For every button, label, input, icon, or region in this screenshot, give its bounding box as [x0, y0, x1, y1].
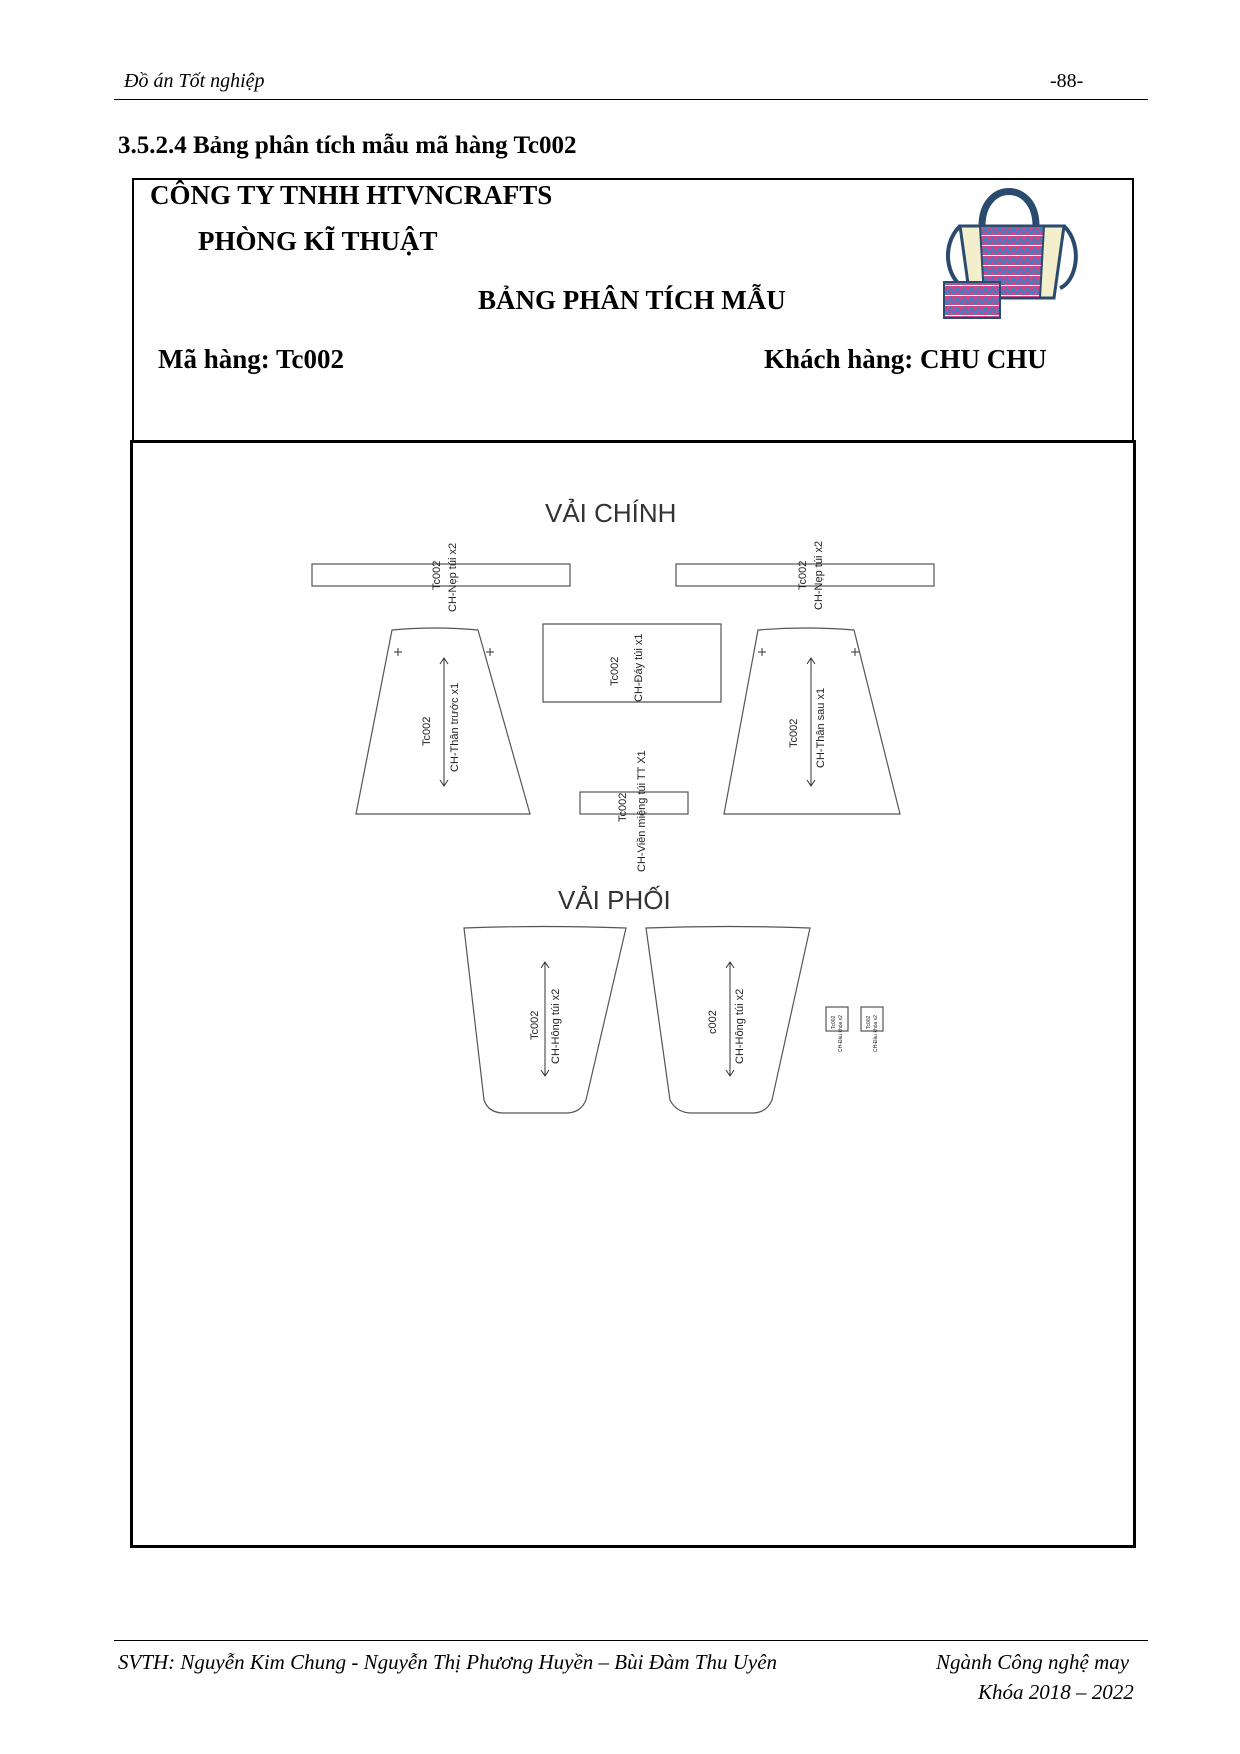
header-divider: [114, 99, 1148, 100]
binding-code: Tc002: [617, 793, 629, 822]
bottom-piece: [542, 623, 722, 703]
small-2-name: CH-Đầu khóa x2: [873, 1015, 879, 1052]
small-piece-2: [860, 1006, 884, 1032]
contrast-fabric-label: VẢI PHỐI: [558, 885, 671, 915]
back-code: Tc002: [788, 719, 800, 748]
side-right-code: c002: [707, 1010, 719, 1034]
customer-name: Khách hàng: CHU CHU: [764, 344, 1047, 374]
side-left-piece: [463, 925, 627, 1114]
side-right-piece: [645, 925, 811, 1114]
footer-major: Ngành Công nghệ may: [936, 1650, 1130, 1674]
small-2-code: Tc002: [866, 1015, 872, 1029]
back-body-piece: [723, 627, 901, 815]
small-1-name: CH-Đầu khóa x2: [838, 1015, 844, 1052]
department-name: PHÒNG KĨ THUẬT: [198, 226, 438, 256]
header-title: Đồ án Tốt nghiệp: [124, 70, 265, 92]
facing-right-name: CH-Nẹp túi x2: [813, 541, 825, 610]
binding-piece: [579, 791, 689, 815]
footer-authors: SVTH: Nguyễn Kim Chung - Nguyễn Thị Phươ…: [118, 1650, 778, 1674]
footer-course: Khóa 2018 – 2022: [978, 1680, 1134, 1704]
company-name: CÔNG TY TNHH HTVNCRAFTS: [150, 180, 553, 210]
front-body-piece: [355, 627, 531, 815]
front-name: CH-Thân trước x1: [449, 683, 461, 772]
bottom-name: CH-Đáy túi x1: [633, 634, 645, 702]
small-1-code: Tc002: [831, 1015, 837, 1029]
facing-left-name: CH-Nẹp túi x2: [447, 543, 459, 612]
facing-left-piece: [311, 563, 571, 587]
handbag-illustration: [943, 188, 1078, 319]
bottom-code: Tc002: [609, 657, 621, 686]
facing-right-piece: [675, 563, 935, 587]
small-piece-1: [825, 1006, 849, 1032]
main-fabric-label: VẢI CHÍNH: [545, 498, 676, 528]
sheet-title: BẢNG PHÂN TÍCH MẪU: [478, 285, 786, 315]
side-right-name: CH-Hông túi x2: [734, 989, 746, 1064]
front-code: Tc002: [421, 717, 433, 746]
footer-divider: [114, 1640, 1148, 1641]
sheet-drawing-box: [130, 440, 1136, 1548]
facing-right-code: Tc002: [797, 561, 809, 590]
binding-name: CH-Viền miệng túi TT X1: [636, 750, 648, 872]
pattern-layout: VẢI CHÍNH VẢI PHỐI Tc002 CH-Nẹp túi x2 T…: [311, 498, 935, 1114]
back-name: CH-Thân sau x1: [815, 688, 827, 768]
side-left-code: Tc002: [529, 1011, 541, 1040]
product-code: Mã hàng: Tc002: [158, 344, 345, 374]
facing-left-code: Tc002: [431, 561, 443, 590]
section-heading: 3.5.2.4 Bảng phân tích mẫu mã hàng Tc002: [118, 132, 577, 159]
sheet-header-box: [132, 178, 1134, 440]
side-left-name: CH-Hông túi x2: [550, 989, 562, 1064]
page-number: -88-: [1050, 70, 1084, 92]
